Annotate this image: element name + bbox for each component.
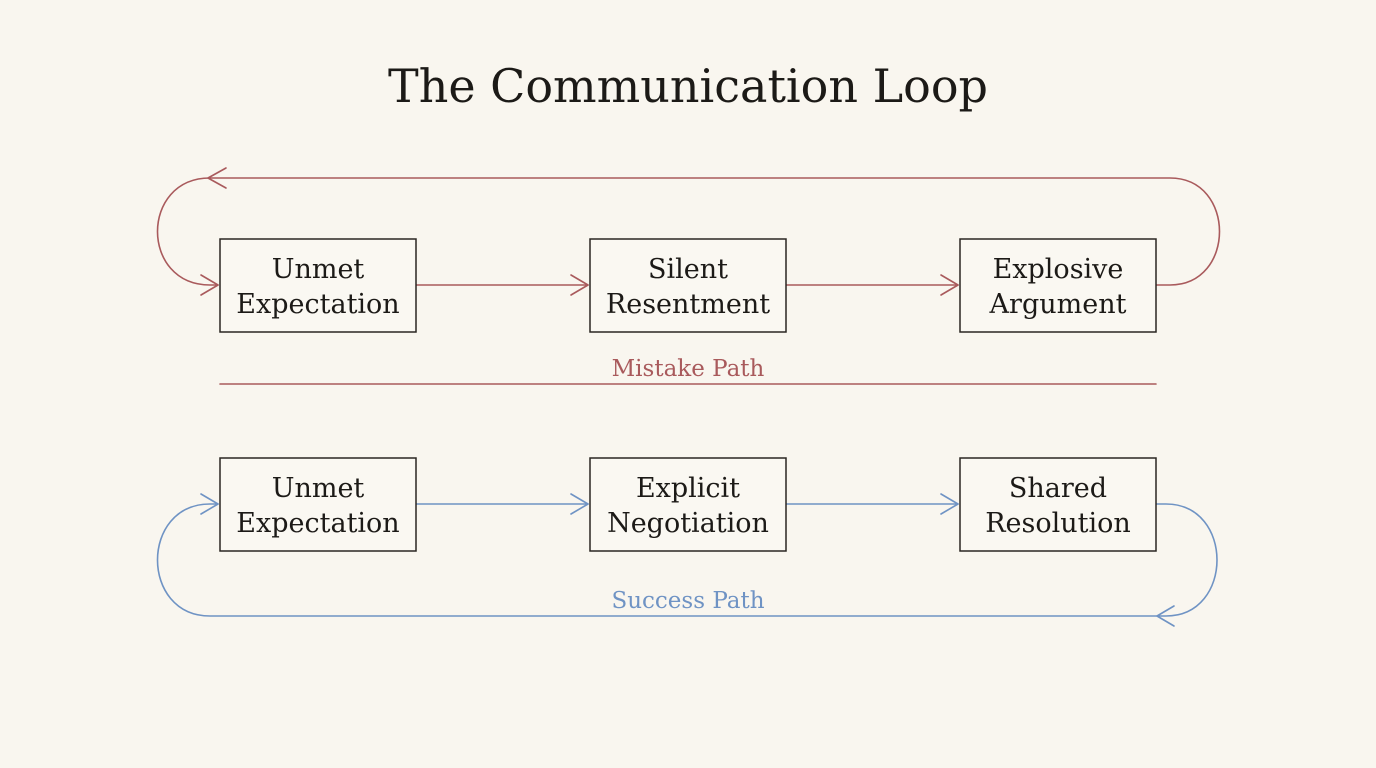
node-label-line1: Unmet xyxy=(272,473,365,504)
node-box xyxy=(589,457,787,552)
mistake-loop-entry-arrowhead xyxy=(200,274,219,296)
success-path: Unmet Expectation Explicit Negotiation S… xyxy=(156,457,1218,627)
node-label-line1: Shared xyxy=(1009,473,1107,504)
node-label-line1: Silent xyxy=(648,254,728,285)
success-node-shared-resolution: Shared Resolution xyxy=(959,457,1157,552)
success-node-unmet-expectation: Unmet Expectation xyxy=(219,457,417,552)
node-label-line2: Expectation xyxy=(236,289,399,320)
mistake-loop-top-arrowhead xyxy=(207,167,227,189)
node-label-line2: Resentment xyxy=(606,289,770,320)
node-label-line2: Negotiation xyxy=(607,508,769,539)
success-node-explicit-negotiation: Explicit Negotiation xyxy=(589,457,787,552)
node-box xyxy=(219,457,417,552)
node-box xyxy=(219,238,417,333)
node-label-line1: Explosive xyxy=(993,254,1124,285)
mistake-node-unmet-expectation: Unmet Expectation xyxy=(219,238,417,333)
node-label-line1: Unmet xyxy=(272,254,365,285)
mistake-arrowhead-2-3 xyxy=(940,274,959,296)
success-path-label: Success Path xyxy=(611,588,764,614)
diagram-title: The Communication Loop xyxy=(388,59,988,113)
success-loop-entry-arrowhead xyxy=(200,493,219,515)
node-box xyxy=(959,238,1157,333)
mistake-node-silent-resentment: Silent Resentment xyxy=(589,238,787,333)
mistake-node-explosive-argument: Explosive Argument xyxy=(959,238,1157,333)
node-box xyxy=(959,457,1157,552)
success-arrowhead-2-3 xyxy=(940,493,959,515)
success-loop-edge xyxy=(156,503,1218,617)
success-loop-bottom-arrowhead xyxy=(1156,605,1175,627)
node-label-line1: Explicit xyxy=(636,473,740,504)
success-arrowhead-1-2 xyxy=(570,493,589,515)
node-label-line2: Expectation xyxy=(236,508,399,539)
node-box xyxy=(589,238,787,333)
mistake-path: Unmet Expectation Silent Resentment Expl… xyxy=(156,167,1221,385)
mistake-path-label: Mistake Path xyxy=(612,356,765,382)
node-label-line2: Argument xyxy=(989,289,1127,320)
mistake-loop-edge xyxy=(156,177,1221,286)
mistake-arrowhead-1-2 xyxy=(570,274,589,296)
node-label-line2: Resolution xyxy=(985,508,1131,539)
